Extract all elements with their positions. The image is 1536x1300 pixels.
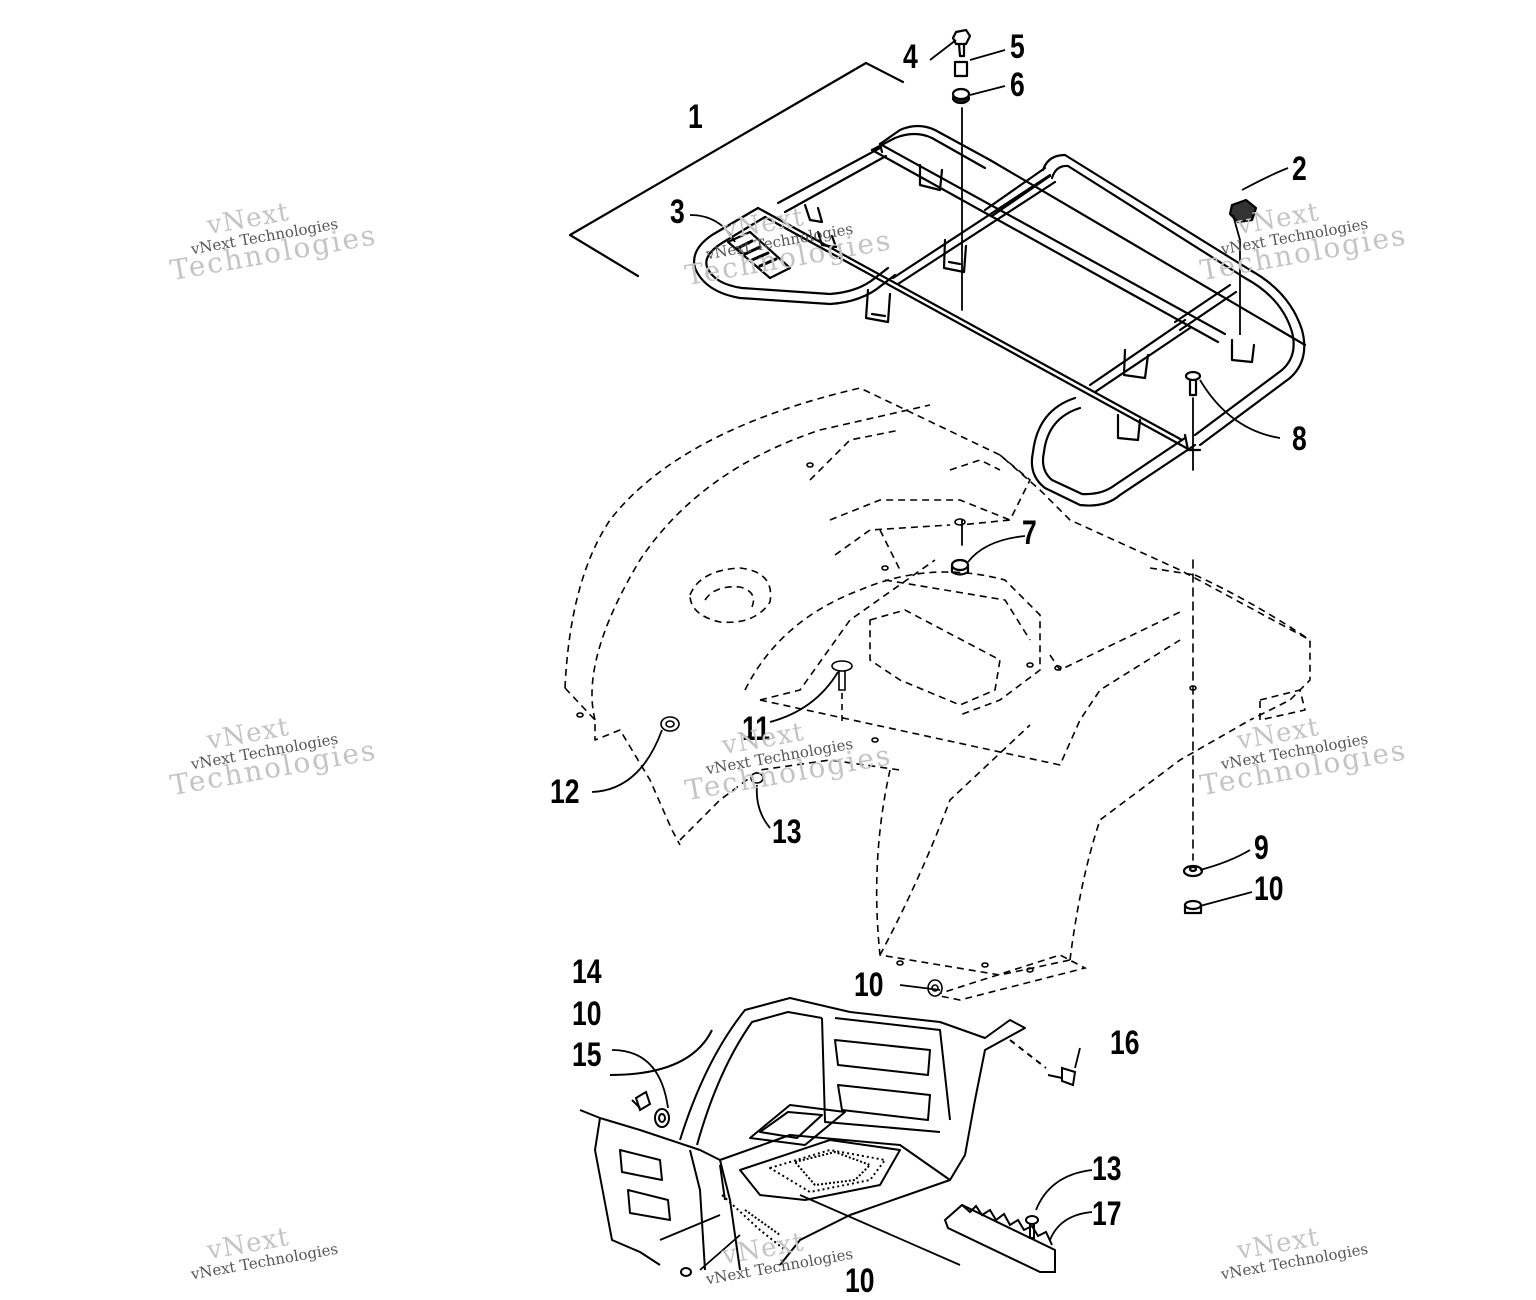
spacer-5 bbox=[953, 60, 969, 78]
plug-cap bbox=[1228, 198, 1258, 224]
callout-4: 4 bbox=[903, 38, 918, 76]
nut-10-right bbox=[1183, 899, 1203, 915]
nut-6 bbox=[951, 87, 971, 105]
rear-fender bbox=[564, 387, 1311, 976]
bolt-4 bbox=[951, 28, 972, 58]
callout-13-upper: 13 bbox=[772, 813, 802, 851]
callout-5: 5 bbox=[1010, 28, 1025, 66]
callout-10-bottom: 10 bbox=[845, 1262, 875, 1300]
callout-2: 2 bbox=[1292, 150, 1307, 188]
callout-10-middle: 10 bbox=[854, 966, 884, 1004]
bolt-8 bbox=[1184, 370, 1202, 397]
callout-1: 1 bbox=[688, 98, 703, 136]
washer-9 bbox=[1182, 864, 1204, 878]
callout-10-left: 10 bbox=[572, 995, 602, 1033]
callout-16: 16 bbox=[1110, 1024, 1140, 1062]
callout-11: 11 bbox=[742, 710, 771, 748]
callout-8: 8 bbox=[1292, 420, 1307, 458]
callout-3: 3 bbox=[670, 193, 685, 231]
callout-9: 9 bbox=[1254, 829, 1269, 867]
callout-15: 15 bbox=[572, 1036, 602, 1074]
callout-7: 7 bbox=[1022, 514, 1037, 552]
callout-12: 12 bbox=[550, 773, 580, 811]
nut-7 bbox=[950, 558, 970, 576]
rack-assembly-bracket bbox=[568, 61, 905, 278]
callout-14: 14 bbox=[572, 953, 602, 991]
rear-rack bbox=[693, 124, 1307, 507]
reflector bbox=[726, 230, 792, 280]
leader-lines bbox=[591, 39, 1289, 1271]
footwell bbox=[579, 997, 1026, 1271]
callout-13-lower: 13 bbox=[1092, 1150, 1122, 1188]
callout-10-right: 10 bbox=[1254, 870, 1284, 908]
callout-6: 6 bbox=[1010, 66, 1025, 104]
callout-17: 17 bbox=[1092, 1195, 1122, 1233]
